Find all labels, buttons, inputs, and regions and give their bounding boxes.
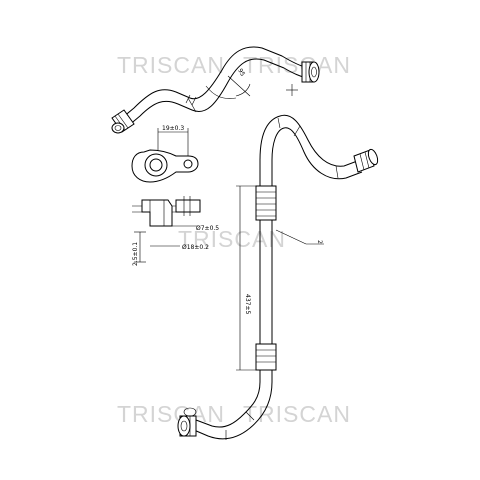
dim-outer-diameter: Ø18±0.2: [182, 244, 209, 251]
clamp-lower: [255, 343, 277, 371]
pipe-front-view: 437±5 2: [177, 114, 379, 440]
dim-hole-spacing: 19±0.3: [162, 125, 184, 132]
pipe-top-view: 95: [111, 46, 320, 134]
dim-angle: 95: [236, 68, 246, 78]
fitting-front-right: [353, 148, 379, 173]
flange-section: Ø7±0.5 Ø18±0.2 2.5±0.1: [132, 196, 219, 266]
dim-inner-diameter: Ø7±0.5: [196, 225, 219, 232]
callout-label: 2: [316, 240, 323, 244]
dim-height: 2.5±0.1: [132, 242, 139, 266]
dim-pipe-length: 437±5: [244, 294, 251, 314]
fitting-top-left: [111, 109, 135, 134]
clamp-upper: [255, 185, 277, 221]
flange-detail: 19±0.3: [131, 125, 199, 183]
fitting-front-bottom: [177, 407, 197, 437]
fitting-top-right: [301, 61, 320, 83]
